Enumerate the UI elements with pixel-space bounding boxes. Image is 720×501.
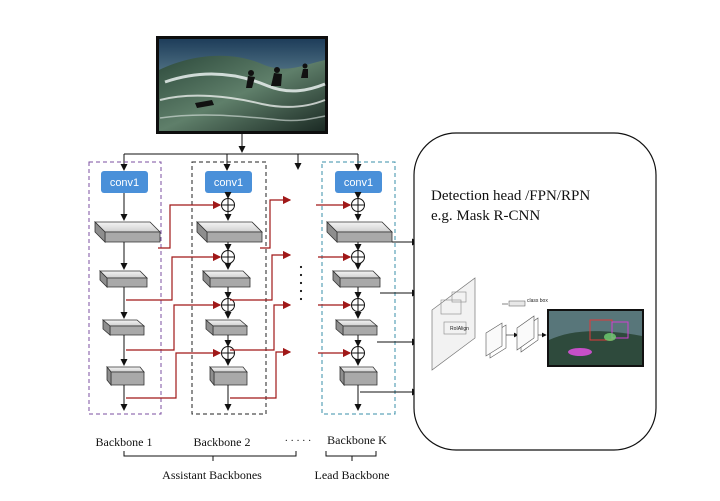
fc-layer <box>508 300 526 307</box>
stage-block-b2-2 <box>202 270 251 288</box>
backbone-1-label: Backbone 1 <box>96 435 153 449</box>
detection-head-subtitle: e.g. Mask R-CNN <box>431 208 540 224</box>
stage-block-b1-2 <box>99 270 148 288</box>
composite-node-bk-3 <box>351 298 365 312</box>
svg-text:class box: class box <box>527 298 548 304</box>
mask-rcnn-illustration: RoIAlign class box <box>431 277 644 371</box>
stage-block-bk-3 <box>334 319 379 336</box>
horizontal-ellipsis: · · · · · <box>285 436 312 447</box>
composite-node-bk-2 <box>351 250 365 264</box>
composite-node-b2-3 <box>221 298 235 312</box>
svg-text:conv1: conv1 <box>110 177 139 189</box>
input-distribution-arrows <box>120 134 362 171</box>
svg-text:conv1: conv1 <box>344 177 373 189</box>
lead-outputs <box>360 238 419 396</box>
svg-text:RoIAlign: RoIAlign <box>450 326 469 332</box>
roi-feature-map: RoIAlign <box>431 277 476 371</box>
backbone-k-border <box>321 161 396 415</box>
conv1-block-b2: conv1 <box>205 171 252 193</box>
stage-block-b2-1 <box>196 221 263 243</box>
conv1-block-b1: conv1 <box>101 171 148 193</box>
svg-text:conv1: conv1 <box>214 177 243 189</box>
stage-block-b1-4 <box>106 365 145 387</box>
composite-node-b2-4 <box>221 346 235 360</box>
assistant-backbones-label: Assistant Backbones <box>162 468 262 482</box>
stage-block-b2-4 <box>209 365 248 387</box>
composite-connections <box>126 195 352 399</box>
composite-node-b2-2 <box>221 250 235 264</box>
backbone-2-label: Backbone 2 <box>194 435 251 449</box>
output-detection-image <box>547 309 644 367</box>
detection-head-panel <box>413 132 657 451</box>
stage-block-b2-3 <box>204 319 249 336</box>
backbone-vertical-flow <box>120 192 362 411</box>
stage-block-b1-1 <box>94 221 161 243</box>
backbone-k-label: Backbone K <box>327 433 387 447</box>
stage-block-bk-2 <box>332 270 381 288</box>
composite-node-bk-1 <box>351 198 365 212</box>
detection-head-title: Detection head /FPN/RPN <box>431 188 590 204</box>
composite-node-b2-1 <box>221 198 235 212</box>
stage-block-b1-3 <box>101 319 146 336</box>
lead-backbone-label: Lead Backbone <box>315 468 390 482</box>
stage-block-bk-4 <box>339 365 378 387</box>
composite-node-bk-4 <box>351 346 365 360</box>
group-braces <box>123 451 377 461</box>
conv1-block-bk: conv1 <box>335 171 382 193</box>
input-image <box>156 36 328 134</box>
stage-block-bk-1 <box>326 221 393 243</box>
vertical-ellipsis <box>299 265 303 301</box>
backbone-1-border <box>88 161 162 415</box>
backbone-2-border <box>191 161 267 415</box>
